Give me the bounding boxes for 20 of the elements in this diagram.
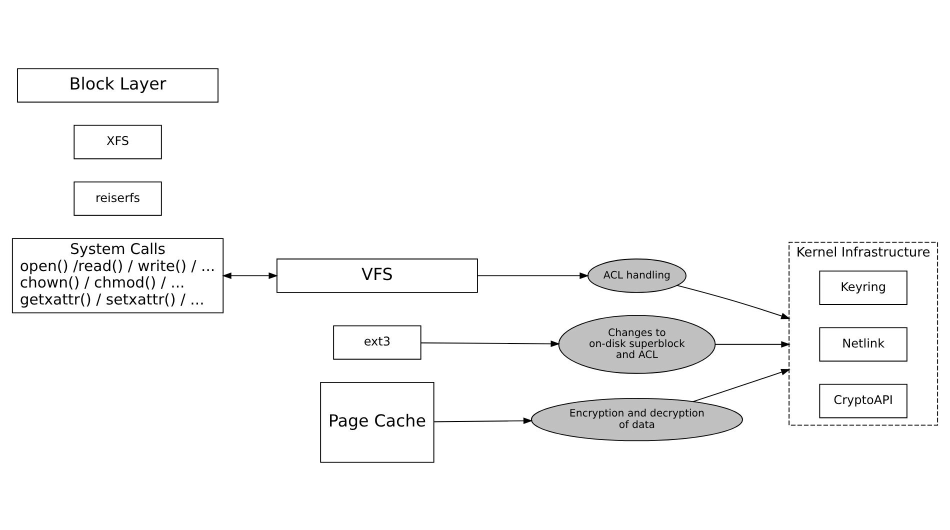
- arrow: [420, 340, 560, 347]
- arrow: [676, 284, 790, 319]
- arrow: [714, 340, 790, 348]
- node-box: Page Cache: [320, 382, 434, 462]
- arrow: [434, 417, 533, 424]
- node-box: System Calls open() /read() / write() / ... chown() / chmod() / ... getxattr() / setxattr() / ...: [12, 238, 224, 313]
- arrow: [222, 272, 278, 278]
- node-box: Keyring: [819, 270, 908, 304]
- node-ellipse: Encryption and decryption of data: [530, 398, 743, 441]
- arrow: [477, 272, 589, 278]
- node-box: Block Layer: [17, 68, 218, 102]
- node-box: reiserfs: [74, 181, 162, 216]
- node-box: CryptoAPI: [819, 383, 908, 418]
- node-box: ext3: [333, 324, 422, 360]
- arrow: [692, 368, 790, 402]
- node-box: Netlink: [819, 326, 908, 362]
- node-ellipse: ACL handling: [587, 258, 686, 292]
- node-box: VFS: [276, 258, 478, 292]
- node-box: XFS: [74, 124, 162, 159]
- node-ellipse: Changes to on-disk superblock and ACL: [558, 314, 716, 374]
